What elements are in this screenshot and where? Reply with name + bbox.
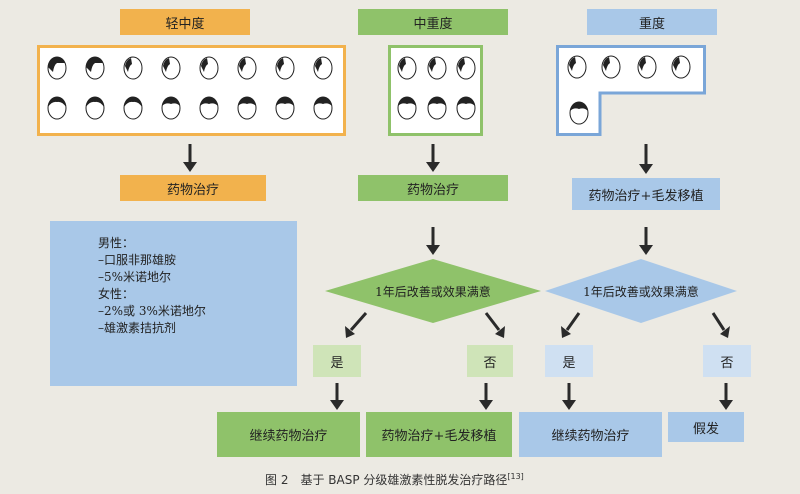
head-illustration xyxy=(44,54,70,80)
arrow-severe-yes xyxy=(565,312,581,331)
head-illustration xyxy=(196,94,222,120)
info-line-female: 女性： xyxy=(98,287,135,301)
treatment-severe: 药物治疗+毛发移植 xyxy=(572,178,720,210)
decision-text-moderate: 1年后改善或效果满意 xyxy=(375,284,491,299)
header-severe: 重度 xyxy=(587,9,717,35)
head-illustration xyxy=(120,54,146,80)
head-illustration xyxy=(196,54,222,80)
arrowheads xyxy=(183,162,733,410)
head-illustration xyxy=(82,94,108,120)
decision-diamond-severe xyxy=(545,259,737,323)
outcome-moderate-no: 药物治疗+毛发移植 xyxy=(366,412,512,457)
treatment-mild: 药物治疗 xyxy=(120,175,266,201)
info-line-male: 男性： xyxy=(98,236,135,250)
answer-moderate-yes: 是 xyxy=(313,345,361,377)
outcome-moderate-yes: 继续药物治疗 xyxy=(217,412,360,457)
head-illustration xyxy=(158,54,184,80)
head-illustration xyxy=(272,54,298,80)
arrow-moderate-yes xyxy=(349,312,368,331)
outcome-severe-yes: 继续药物治疗 xyxy=(519,412,662,457)
head-illustration xyxy=(234,54,260,80)
info-line-finasteride: –口服非那雄胺 xyxy=(98,253,177,267)
head-illustration xyxy=(453,94,479,120)
head-illustration xyxy=(668,53,694,79)
head-illustration xyxy=(82,54,108,80)
info-box-mild-drugs: 男性： –口服非那雄胺 –5%米诺地尔 女性： –2%或 3%米诺地尔 –雄激素… xyxy=(50,221,297,386)
panel-severe-outline xyxy=(556,45,706,136)
head-illustration xyxy=(394,54,420,80)
info-line-minoxidil-5: –5%米诺地尔 xyxy=(98,270,172,284)
head-illustration xyxy=(566,99,592,125)
head-illustration xyxy=(44,94,70,120)
caption-ref: [13] xyxy=(507,472,524,481)
figure-caption: 图 2 基于 BASP 分级雄激素性脱发治疗路径[13] xyxy=(265,471,565,487)
caption-text: 图 2 基于 BASP 分级雄激素性脱发治疗路径 xyxy=(265,473,508,487)
answer-severe-no: 否 xyxy=(703,345,751,377)
arrow-moderate-no xyxy=(484,312,501,331)
head-illustration xyxy=(272,94,298,120)
head-illustration xyxy=(310,94,336,120)
decision-text-severe: 1年后改善或效果满意 xyxy=(583,284,699,299)
treatment-moderate: 药物治疗 xyxy=(358,175,508,201)
head-illustration xyxy=(158,94,184,120)
head-illustration xyxy=(310,54,336,80)
head-illustration xyxy=(234,94,260,120)
panel-moderate-heads xyxy=(388,45,483,136)
panel-severe-heads xyxy=(556,45,706,136)
head-illustration xyxy=(120,94,146,120)
head-illustration xyxy=(598,53,624,79)
head-illustration xyxy=(424,54,450,80)
head-illustration xyxy=(453,54,479,80)
decision-diamond-moderate xyxy=(325,259,541,323)
outcome-severe-no: 假发 xyxy=(668,412,744,442)
header-moderate: 中重度 xyxy=(358,9,508,35)
head-illustration xyxy=(634,53,660,79)
head-illustration xyxy=(394,94,420,120)
head-illustration xyxy=(424,94,450,120)
answer-moderate-no: 否 xyxy=(467,345,513,377)
head-illustration xyxy=(564,53,590,79)
info-line-minoxidil-2-3: –2%或 3%米诺地尔 xyxy=(98,304,206,318)
arrow-severe-no xyxy=(711,312,726,331)
header-mild: 轻中度 xyxy=(120,9,250,35)
arrows xyxy=(188,144,728,402)
info-line-antiandrogen: –雄激素拮抗剂 xyxy=(98,321,177,335)
panel-mild-heads xyxy=(37,45,346,136)
answer-severe-yes: 是 xyxy=(545,345,593,377)
